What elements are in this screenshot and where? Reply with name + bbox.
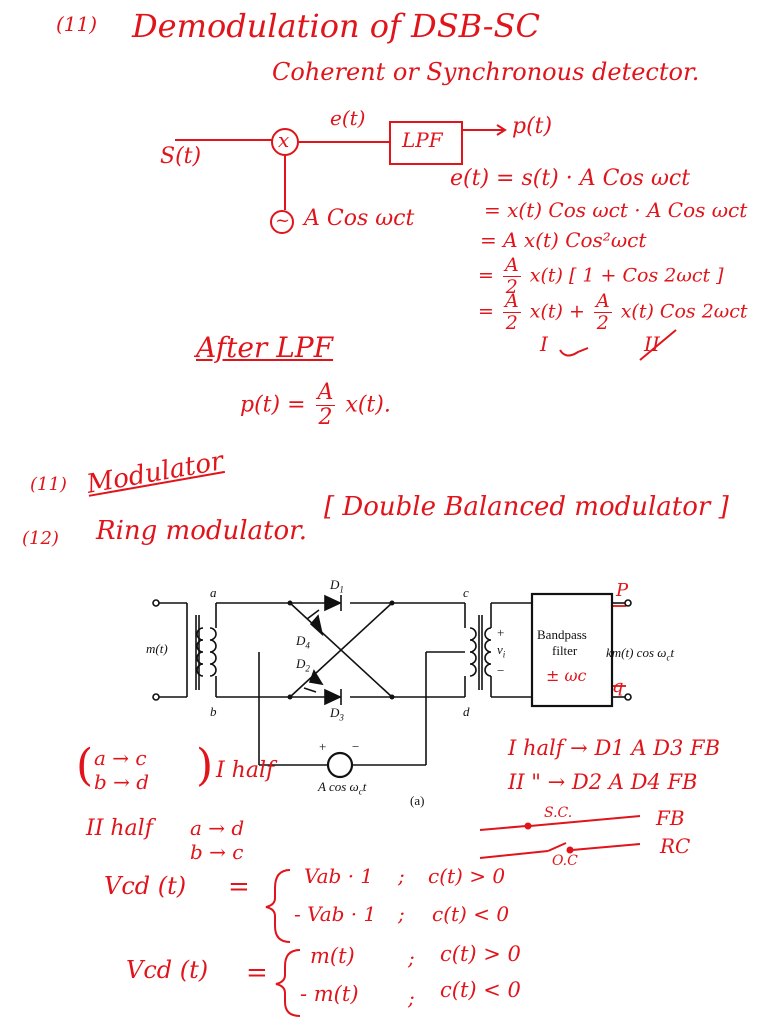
node-a: a xyxy=(210,585,217,600)
block-output-label: p(t) xyxy=(512,114,553,139)
derivation-line-3: = A x(t) Cos²ωct xyxy=(480,228,647,252)
first-half-brace-open: ( xyxy=(76,740,94,791)
subtitle: Coherent or Synchronous detector. xyxy=(272,58,700,86)
vcd1-lhs: Vcd (t) xyxy=(104,872,187,900)
figure-caption: (a) xyxy=(410,793,425,808)
first-half-diodes: I half → D1 A D3 FB xyxy=(508,736,721,760)
lpf-label: LPF xyxy=(402,128,443,152)
vcd2-cond1: c(t) > 0 xyxy=(440,942,521,966)
mixer-symbol: x xyxy=(278,128,290,152)
bandpass-center-note: ± ωc xyxy=(546,666,587,685)
switch-sc-label: S.C. xyxy=(544,805,573,821)
vi-minus: − xyxy=(497,663,505,678)
vcd2-cond2: c(t) < 0 xyxy=(440,978,521,1002)
switch-oc-label: O.C xyxy=(552,853,578,869)
second-half-label: II half xyxy=(86,816,153,841)
block-input-label: S(t) xyxy=(160,144,202,169)
second-half-diodes: II " → D2 A D4 FB xyxy=(508,770,698,794)
vcd1-sep2: ; xyxy=(398,902,405,926)
vcd1-cond2: c(t) < 0 xyxy=(432,902,510,926)
switch-rc-label: RC xyxy=(660,834,691,858)
diode-d2-label: D2 xyxy=(296,656,310,674)
oscillator-symbol: ~ xyxy=(275,210,291,231)
vcd1-case2: - Vab · 1 xyxy=(294,902,377,926)
first-half-label: I half xyxy=(216,758,275,783)
vi-label: vi xyxy=(497,642,506,660)
derivation-line-1: e(t) = s(t) · A Cos ωct xyxy=(450,166,691,191)
switch-fb-label: FB xyxy=(656,806,685,830)
node-b: b xyxy=(210,704,217,719)
vcd2-lhs: Vcd (t) xyxy=(126,956,209,984)
vcd2-case2: - m(t) xyxy=(300,982,359,1006)
vcd1-cond1: c(t) > 0 xyxy=(428,864,506,888)
after-lpf-heading: After LPF xyxy=(196,331,334,364)
mixer-output-label: e(t) xyxy=(330,106,366,130)
output-signal-label: km(t) cos ωct xyxy=(606,645,675,663)
page-title: Demodulation of DSB-SC xyxy=(132,7,540,45)
modulator-marker: (11) xyxy=(30,474,67,495)
vcd1-equals: = xyxy=(228,872,250,902)
source-minus: − xyxy=(352,739,360,754)
first-half-top: a → c xyxy=(94,746,147,770)
vcd2-case1: m(t) xyxy=(310,944,355,968)
derivation-line-2: = x(t) Cos ωct · A Cos ωct xyxy=(484,198,748,222)
carrier-source-label: A cos ωct xyxy=(318,779,367,797)
vcd2-sep1: ; xyxy=(408,946,415,970)
bandpass-label-2: filter xyxy=(552,643,578,658)
bandpass-label-1: Bandpass xyxy=(537,627,587,642)
vi-plus: + xyxy=(497,625,505,640)
first-half-brace-close: ) xyxy=(196,740,214,791)
first-half-bottom: b → d xyxy=(94,770,150,794)
second-half-top: a → d xyxy=(190,816,245,840)
item-marker: (11) xyxy=(56,12,98,36)
vcd1-sep1: ; xyxy=(398,864,405,888)
term-I-mark: I xyxy=(540,332,548,356)
source-plus: + xyxy=(319,739,327,754)
vcd2-equals: = xyxy=(246,958,268,988)
second-half-bottom: b → c xyxy=(190,840,244,864)
vcd1-case1: Vab · 1 xyxy=(304,864,374,888)
input-signal-label: m(t) xyxy=(146,641,168,656)
ring-marker: (12) xyxy=(22,528,59,549)
diode-d1-label: D1 xyxy=(330,577,344,595)
ring-heading: Ring modulator. xyxy=(96,516,307,546)
node-c: c xyxy=(463,585,469,600)
diode-d3-label: D3 xyxy=(330,705,344,723)
output-terminal-p: P xyxy=(616,580,629,601)
ring-subheading: [ Double Balanced modulator ] xyxy=(324,492,729,522)
vcd2-sep2: ; xyxy=(408,986,415,1010)
node-d: d xyxy=(463,704,470,719)
carrier-label: A Cos ωct xyxy=(304,206,415,231)
term-II-mark: II xyxy=(644,332,660,356)
output-terminal-q: q xyxy=(612,676,624,697)
diode-d4-label: D4 xyxy=(296,633,310,651)
